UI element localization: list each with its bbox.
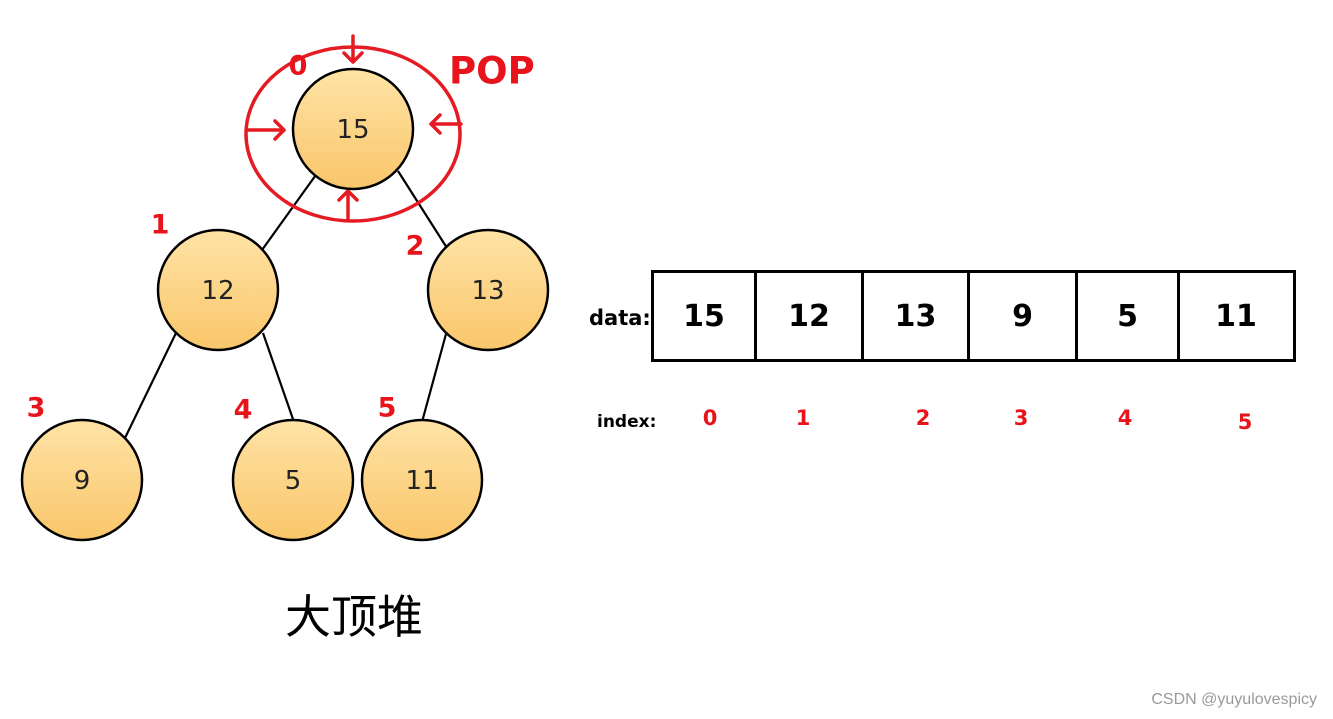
edge-2-5 xyxy=(420,333,448,423)
edge-0-1 xyxy=(261,171,319,251)
array-cell-4: 5 xyxy=(1078,273,1180,359)
array-index-0: 0 xyxy=(702,406,718,430)
heap-caption: 大顶堆 xyxy=(285,590,423,644)
array-cell-2: 13 xyxy=(864,273,970,359)
node-value: 12 xyxy=(201,276,234,306)
pop-arrow-bottom xyxy=(337,189,359,222)
edge-1-3 xyxy=(124,332,177,439)
node-value: 11 xyxy=(405,466,438,496)
heap-node-0: 15 xyxy=(291,67,415,191)
heap-node-3: 9 xyxy=(20,418,144,542)
array-index-1: 1 xyxy=(795,406,811,430)
heap-node-1: 12 xyxy=(156,228,280,352)
node-value: 9 xyxy=(74,466,91,496)
heap-node-2: 13 xyxy=(426,228,550,352)
array-cell-1: 12 xyxy=(757,273,864,359)
pop-label: POP xyxy=(449,50,535,93)
node-value: 13 xyxy=(471,276,504,306)
node-index-label-3: 3 xyxy=(27,393,46,424)
node-index-label-4: 4 xyxy=(234,395,253,426)
data-row-label: data: xyxy=(589,306,651,330)
array-cell-5: 11 xyxy=(1215,298,1257,334)
watermark: CSDN @yuyulovespicy xyxy=(1151,691,1317,708)
node-index-label-5: 5 xyxy=(378,393,397,424)
node-index-label-1: 1 xyxy=(151,210,170,241)
pop-arrow-top xyxy=(342,34,364,64)
array-index-4: 4 xyxy=(1117,406,1133,430)
node-value: 15 xyxy=(336,115,369,145)
array-cell-0: 15 xyxy=(654,273,757,359)
node-value: 5 xyxy=(285,466,302,496)
edge-1-4 xyxy=(261,332,296,423)
pop-arrow-left xyxy=(246,119,286,141)
index-row-label: index: xyxy=(597,412,657,432)
node-index-label-0: 0 xyxy=(289,51,308,82)
data-array: 15 12 13 9 5 11 xyxy=(651,270,1296,362)
node-index-label-2: 2 xyxy=(406,231,425,262)
edge-0-2 xyxy=(397,170,448,249)
array-cell-3: 9 xyxy=(970,273,1078,359)
pop-arrow-right xyxy=(429,113,463,135)
heap-node-5: 11 xyxy=(360,418,484,542)
heap-node-4: 5 xyxy=(231,418,355,542)
array-index-2: 2 xyxy=(915,406,931,430)
array-index-3: 3 xyxy=(1013,406,1029,430)
array-index-5: 5 xyxy=(1237,410,1253,434)
